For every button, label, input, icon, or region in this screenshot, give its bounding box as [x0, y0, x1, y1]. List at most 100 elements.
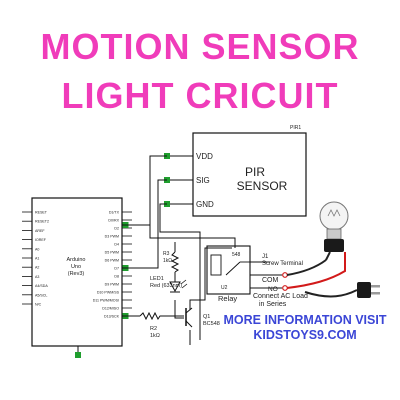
terminal-com: COM: [262, 277, 279, 284]
pir-sensor: PIR1 PIR SENSOR VDD SIG GND: [164, 125, 307, 217]
r3-symbol: [170, 251, 180, 273]
wire-vdd: [122, 155, 167, 226]
bulb-base: [326, 228, 342, 240]
pir-pin-gnd: GND: [196, 200, 214, 209]
terminal-note-2: in Series: [259, 301, 287, 308]
arduino-name-2: Uno: [71, 264, 81, 270]
cable-bulb: [325, 251, 331, 261]
led-ray-2: [181, 283, 188, 289]
info-line-1: MORE INFORMATION VISIT: [223, 313, 387, 327]
resistor-r2: R2 1kΩ: [139, 311, 184, 339]
arduino-right-pin-label: D0/RX: [108, 219, 119, 223]
pir-sensor-box: [192, 132, 307, 217]
wire-sig: [122, 179, 167, 269]
r3-val: 1kΩ: [163, 258, 172, 264]
arduino-name-3: (Rev3): [68, 271, 85, 277]
bulb-socket: [324, 239, 344, 252]
relay-u2: 548 U2 Relay: [206, 245, 251, 303]
arduino-right-pin-label: D10 PWM/SS: [97, 291, 120, 295]
arduino-left-pin-label: RESET2: [35, 220, 49, 224]
relay-code: U2: [221, 285, 228, 291]
q1-ref: Q1: [203, 314, 210, 320]
arduino-right-pin-label: D2: [114, 227, 119, 231]
wire-relay-coil: [189, 247, 232, 310]
led-val: Red (633nm): [150, 283, 182, 289]
led-triangle: [169, 281, 181, 293]
led-ref: LED1: [150, 276, 164, 282]
pir-name-2: SENSOR: [237, 179, 288, 193]
pin-marker: [75, 352, 81, 358]
r2-symbol: [139, 311, 184, 321]
arduino-right-pin-label: D6 PWM: [105, 259, 119, 263]
j1-label: Screw Terminal: [262, 261, 303, 267]
j1-ref: J1: [262, 254, 269, 260]
arduino-name-1: Arduino: [67, 257, 86, 263]
arduino-left-pin-label: N/C: [35, 303, 42, 307]
arduino-left-pin-label: A3: [35, 275, 39, 279]
arduino-left-pin-label: A1: [35, 257, 39, 261]
arduino-left-pin-label: IOREF: [35, 238, 47, 242]
arduino-right-pin-label: D3 PWM: [105, 235, 119, 239]
terminal-no-screw: [282, 285, 288, 291]
arduino-right-pin-label: D4: [114, 243, 119, 247]
relay-box: [206, 245, 251, 295]
q1-val: BC548: [203, 321, 220, 327]
cable-plug: [304, 289, 358, 298]
wire-5v-rail: [149, 225, 236, 248]
arduino-right-pin-label: D5 PWM: [105, 251, 119, 255]
arduino-left-pin-label: A0: [35, 247, 39, 251]
arduino-right-pin-label: D1/TX: [109, 211, 120, 215]
r2-ref: R2: [150, 326, 157, 332]
wire-led: [174, 300, 184, 319]
terminal-com-screw: [282, 272, 288, 278]
title-line-1: MOTION SENSOR: [40, 26, 360, 67]
pir-pin-sig: SIG: [196, 176, 210, 185]
r3-ref: R3: [163, 251, 170, 257]
bulb-filament: [327, 209, 341, 217]
q1-emitter: [185, 320, 193, 328]
resistor-r3: R3 1kΩ: [163, 251, 180, 273]
info-line-2: KIDSTOYS9.COM: [253, 328, 357, 342]
q1-collector: [185, 307, 193, 314]
led1: LED1 Red (633nm): [150, 276, 188, 293]
transistor-q1: Q1 BC548: [185, 307, 220, 328]
arduino-right-pin-label: D11 PWM/MOSI: [93, 299, 119, 303]
r2-val: 1kΩ: [150, 333, 160, 339]
arduino-left-pin-label: AREF: [35, 229, 45, 233]
arduino-box: [31, 197, 123, 347]
arduino-left-pin-label: A5/SCL: [35, 293, 47, 297]
pir-name-1: PIR: [245, 165, 265, 179]
terminal-note-1: Connect AC Load: [253, 293, 308, 300]
arduino-left-pin-label: A2: [35, 266, 39, 270]
ac-load: [286, 201, 380, 298]
arduino-left-pin-label: RESET: [35, 211, 48, 215]
arduino-right-pin-label: D12/MISO: [102, 307, 119, 311]
title-line-2: LIGHT CRICUIT: [61, 75, 339, 116]
led-ray-1: [180, 279, 187, 285]
wire-gnd: [159, 203, 201, 340]
relay-switch: [225, 261, 241, 276]
arduino-right-pin-label: D9 PWM: [105, 283, 119, 287]
relay-coil: [210, 254, 222, 276]
plug-icon: [357, 282, 371, 298]
relay-label: Relay: [218, 294, 237, 303]
arduino-right-pin-label: D8: [114, 275, 119, 279]
arduino-right-pin-label: D7: [114, 267, 119, 271]
screw-terminal-j1: J1 Screw Terminal COM NO Connect AC Load…: [253, 254, 308, 308]
pir-ref: PIR1: [290, 125, 301, 131]
arduino-left-pin-label: A4/SDA: [35, 284, 48, 288]
cable-no: [286, 252, 346, 289]
plug-prong: [371, 292, 380, 295]
relay-pin: 548: [232, 252, 241, 258]
wiring: [122, 155, 282, 345]
terminal-no: NO: [268, 286, 278, 293]
arduino-right-pin-label: D13/SCK: [104, 315, 120, 319]
cable-com: [286, 259, 327, 276]
pir-pin-vdd: VDD: [196, 152, 213, 161]
plug-prong: [371, 285, 380, 288]
